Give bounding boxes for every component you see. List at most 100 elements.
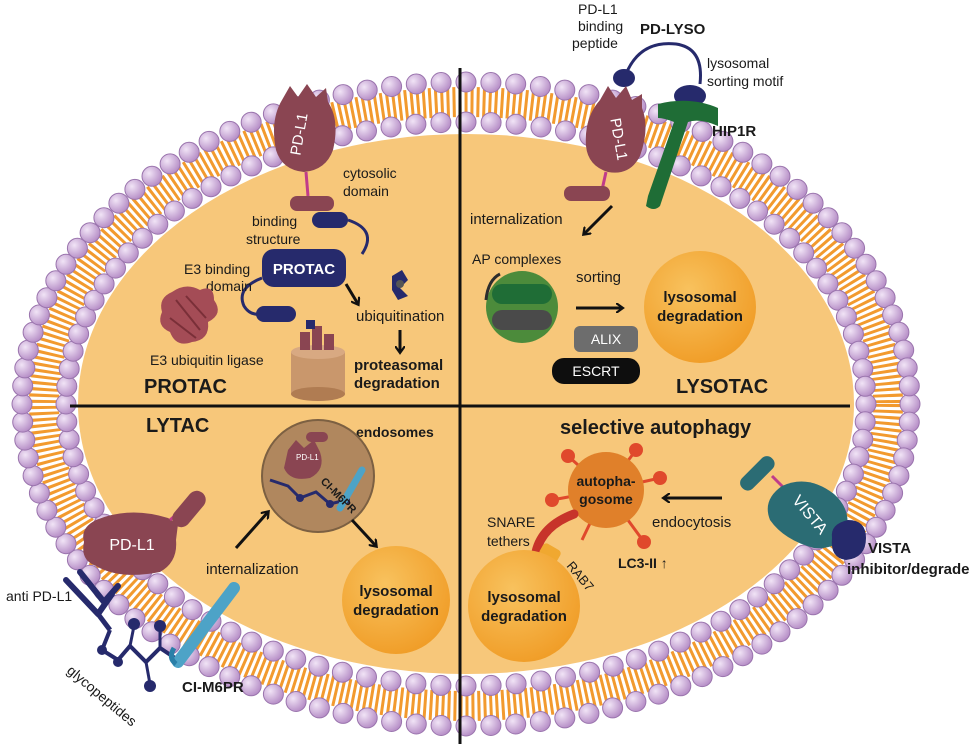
anti-pd-l1-label: anti PD-L1 [6,588,72,604]
inner-lipid-head [669,631,691,653]
protac-to-ubiquitination-arrow [344,283,358,304]
outer-lipid-head [262,683,284,705]
inner-lipid-head [147,573,169,595]
ap-complex-icon [484,271,558,343]
outer-lipid-head [178,141,200,163]
inner-lipid-head [356,666,377,688]
outer-lipid-head [36,287,58,309]
lysotac-pd-l1-receptor [564,86,646,201]
inner-lipid-head [262,640,284,662]
outer-lipid-head [14,357,36,379]
outer-lipid-head [79,222,101,244]
outer-lipid-head [529,76,551,97]
inner-lipid-head [827,289,849,311]
outer-lipid-head [802,594,824,616]
escrt-badge [552,358,640,384]
ci-m6pr-receptor [172,582,240,668]
inner-lipid-head [747,200,769,222]
inner-lipid-head [380,670,402,692]
cytosolic-domain-label-2: domain [343,183,389,199]
inner-lipid-head [75,306,97,328]
outer-lipid-head [55,253,77,275]
inner-lipid-head [779,559,801,581]
protac-title: PROTAC [144,376,227,398]
inner-lipid-head [505,113,527,135]
autophagosome-label-2: gosome [579,491,633,507]
outer-lipid-head [22,465,44,487]
outer-lipid-head [802,192,824,214]
pd-lyso-binding-end [613,69,635,87]
outer-lipid-head [198,130,220,152]
outer-lipid-head [381,76,403,97]
outer-lipid-head [893,447,915,469]
outer-lipid-head [602,697,624,719]
outer-lipid-head [899,393,921,415]
autophagosome-label: autopha- [576,473,635,489]
inner-lipid-head [729,187,751,209]
lysosomal-sorting-motif-label-2: sorting motif [707,73,783,89]
proteasome-icon [291,320,345,401]
outer-lipid-head [11,393,33,415]
outer-lipid-head [844,237,866,259]
inner-lipid-head [83,289,105,311]
inner-lipid-head [163,586,185,608]
lytac-lysosomal-degradation-label-2: degradation [353,602,439,619]
inner-lipid-head [763,213,785,235]
endosome-to-lysosome-arrow [350,518,376,546]
e3-ubiquitin-ligase-label: E3 ubiquitin ligase [150,352,264,368]
ap-complexes-label: AP complexes [472,251,561,267]
proteasomal-degradation-label-2: degradation [354,375,440,392]
outer-lipid-head [888,321,910,343]
inner-lipid-head [648,640,670,662]
alix-badge [574,326,638,352]
vista-inhibitor-label: VISTA [868,540,911,557]
outer-lipid-head [480,72,502,93]
inner-lipid-head [625,648,647,670]
outer-lipid-head [691,120,713,142]
binding-structure-label: binding [252,213,297,229]
outer-lipid-head [108,192,130,214]
outer-lipid-head [480,715,502,736]
inner-lipid-head [855,393,877,415]
outer-lipid-head [751,153,773,175]
lysotac-quadrant: PD-L1 binding peptide PD-LYSO lysosomal … [470,1,783,398]
inner-lipid-head [710,176,732,198]
outer-lipid-head [381,711,403,732]
outer-lipid-head [308,697,330,719]
lipid-tail-band [29,87,903,721]
outer-lipid-head [896,429,918,451]
e3-ubiquitin-ligase [160,286,218,344]
outer-lipid-head [874,499,896,521]
lytac-title: LYTAC [146,415,209,437]
outer-lipid-head [124,178,146,200]
inner-lipid-head [852,428,874,450]
inner-lipid-head [58,428,80,450]
inner-lipid-head [763,573,785,595]
endocytosis-label: endocytosis [652,514,731,531]
inner-lipid-head [105,257,126,279]
binding-structure-label-2: structure [246,231,301,247]
autophagosome-icon [545,443,667,549]
ubiquitination-label: ubiquitination [356,308,444,325]
inner-lipid-head [181,187,203,209]
lytac-internalization-label: internalization [206,561,299,578]
inner-lipid-head [405,673,427,695]
outer-lipid-head [691,666,713,688]
outer-lipid-head [898,411,920,433]
inner-lipid-head [430,112,452,134]
outer-lipid-head [108,594,130,616]
outer-lipid-head [12,411,34,433]
inner-lipid-head [241,155,263,177]
outer-lipid-head [405,73,427,95]
outer-lipid-head [554,707,576,729]
snare-label-2: tethers [487,533,530,549]
outer-lipid-head [625,691,647,712]
inner-lipid-head [181,599,203,621]
pd-l1-binding-peptide-label: PD-L1 [578,1,618,17]
inner-lipid-head [308,655,330,677]
outer-lipid-head [648,683,670,705]
inner-lipid-head [220,621,242,643]
inner-lipid-head [602,655,624,677]
outer-lipid-head [578,84,600,106]
inner-lipid-head [380,116,402,138]
